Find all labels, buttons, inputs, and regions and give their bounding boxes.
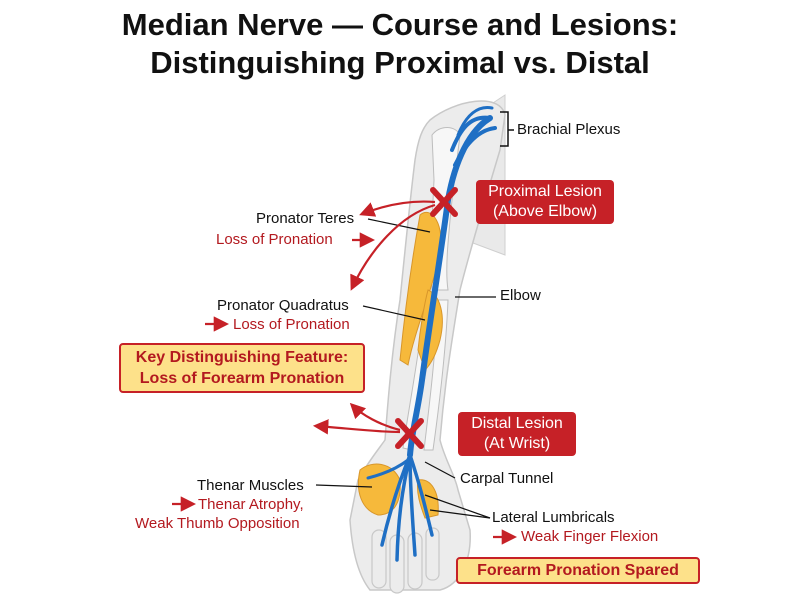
page-title-line1: Median Nerve — Course and Lesions: (121, 7, 679, 42)
lesion-effect-arrows (172, 200, 518, 545)
distal-lesion-callout: Distal Lesion (At Wrist) (458, 412, 576, 456)
thenar-muscles-label: Thenar Muscles (197, 477, 304, 494)
distal-lesion-subtitle: (At Wrist) (483, 435, 551, 452)
pronator-quadratus-effect: Loss of Pronation (233, 316, 350, 333)
thenar-effect-line2: Weak Thumb Opposition (135, 515, 300, 532)
lumbricals-effect: Weak Finger Flexion (521, 528, 659, 545)
thenar-effect-line1: Thenar Atrophy, (198, 496, 304, 513)
median-nerve (366, 105, 497, 562)
hand-fingers (371, 527, 440, 594)
distal-lesion-title: Distal Lesion (471, 415, 563, 432)
lateral-lumbricals-label: Lateral Lumbricals (492, 509, 615, 526)
elbow-label: Elbow (500, 287, 541, 304)
pronator-teres-label: Pronator Teres (256, 210, 355, 227)
proximal-lesion-callout: Proximal Lesion (Above Elbow) (476, 180, 614, 224)
key-feature-title: Key Distinguishing Feature: (135, 349, 349, 366)
lumbrical-muscles (417, 479, 439, 519)
pronator-teres-muscle (399, 212, 442, 366)
page-title-line2: Distinguishing Proximal vs. Distal (150, 45, 650, 80)
pronation-spared-callout: Forearm Pronation Spared (456, 557, 700, 584)
pronator-quadratus-label: Pronator Quadratus (217, 297, 349, 314)
proximal-lesion-subtitle: (Above Elbow) (492, 203, 598, 220)
distal-lesion-marker (395, 418, 424, 449)
carpal-tunnel-label: Carpal Tunnel (460, 470, 554, 487)
pronator-teres-effect: Loss of Pronation (216, 231, 333, 248)
key-feature-callout: Key Distinguishing Feature: Loss of Fore… (119, 343, 365, 393)
proximal-lesion-title: Proximal Lesion (488, 183, 602, 200)
key-feature-detail: Loss of Forearm Pronation (139, 370, 345, 387)
brachial-plexus-bracket (500, 111, 514, 147)
brachial-plexus-label: Brachial Plexus (517, 121, 621, 138)
proximal-lesion-marker (430, 187, 458, 217)
